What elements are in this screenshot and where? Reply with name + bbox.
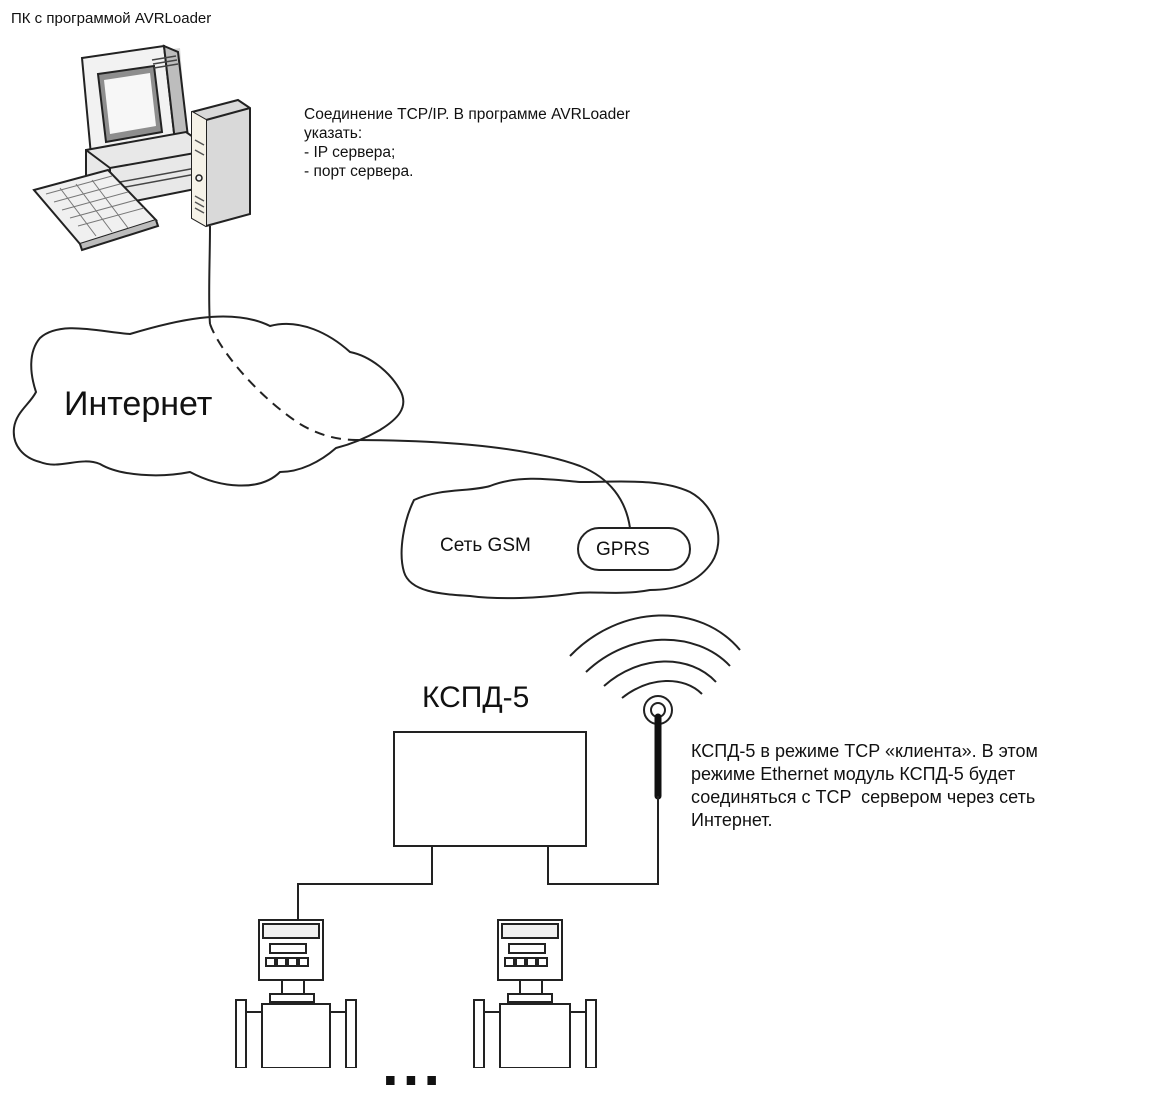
pc-title: ПК с программой AVRLoader [11, 10, 212, 27]
client-note-line: Интернет. [691, 810, 773, 831]
pc-internet-link [208, 225, 211, 325]
connection-note-line: - IP сервера; [304, 143, 396, 161]
client-note-line: режиме Ethernet модуль КСПД-5 будет [691, 764, 1016, 785]
kspd-title: КСПД-5 [422, 681, 530, 714]
internet-label: Интернет [64, 385, 213, 423]
radio-waves-icon [569, 614, 741, 699]
connection-note-line: указать: [304, 124, 363, 142]
connection-note-line: - порт сервера. [304, 162, 414, 180]
client-note-line: соединяться с TCP сервером через сеть [691, 787, 1036, 808]
client-mode-note: КСПД-5 в режиме TCP «клиента». В этом реж… [691, 740, 1038, 832]
internet-gprs-link [355, 439, 631, 529]
flow-meter-icon [473, 919, 597, 1068]
internet-cloud [12, 315, 405, 487]
gprs-box [577, 527, 691, 571]
kspd-box [393, 731, 587, 847]
network-diagram [12, 44, 741, 1068]
flow-meter-icon [235, 919, 357, 1068]
client-note-line: КСПД-5 в режиме TCP «клиента». В этом [691, 741, 1038, 761]
connection-note: Соединение TCP/IP. В программе AVRLoader… [304, 106, 630, 182]
wiring [297, 796, 659, 920]
more-meters-ellipsis: ... [382, 1031, 445, 1098]
antenna-icon [643, 695, 673, 800]
internet-transit-dashed [209, 323, 357, 441]
gprs-label: GPRS [596, 539, 650, 560]
pc-workstation-icon [32, 44, 251, 252]
gsm-label: Сеть GSM [440, 535, 531, 556]
connection-note-line: Соединение TCP/IP. В программе AVRLoader [304, 106, 631, 123]
